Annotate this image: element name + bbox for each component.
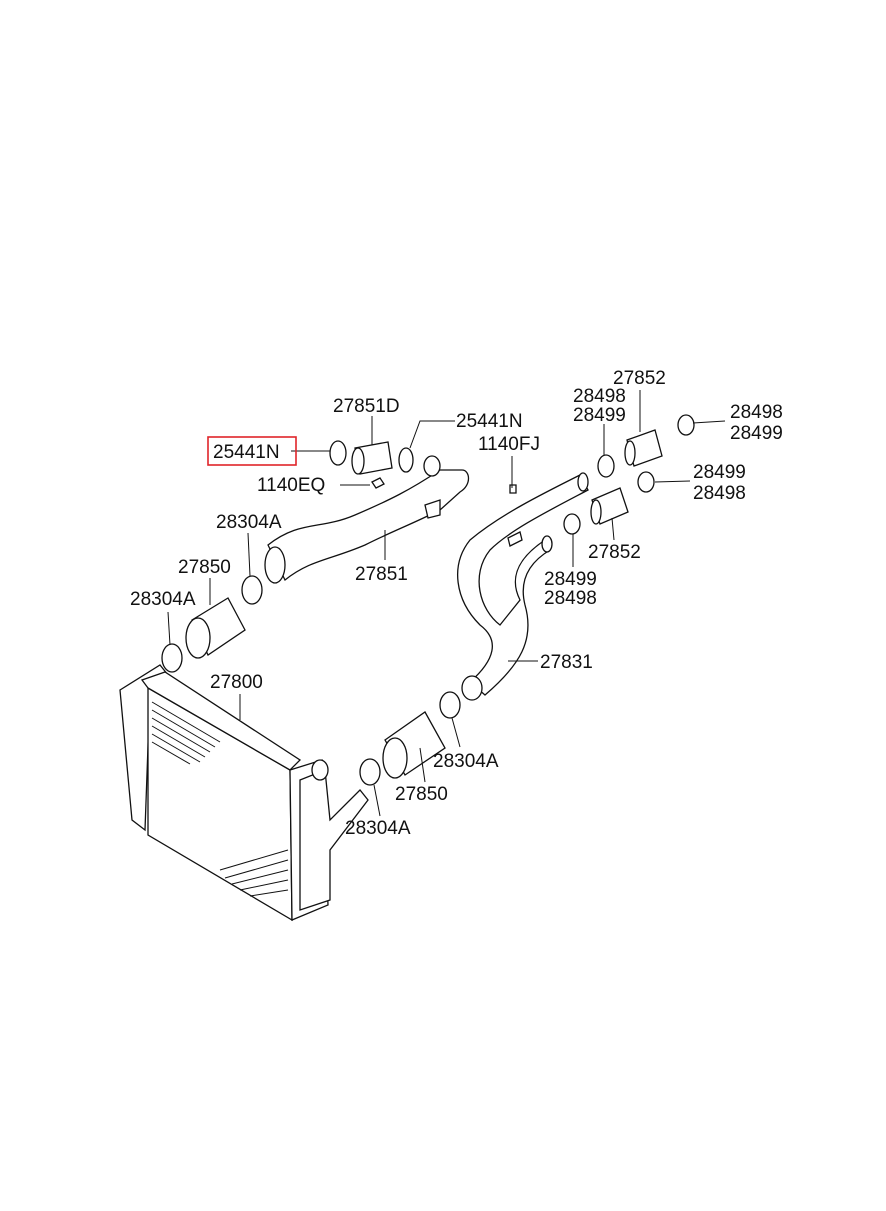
label-28304A-left: 28304A bbox=[130, 589, 196, 610]
label-27852-mid: 27852 bbox=[588, 542, 641, 563]
label-27851D: 27851D bbox=[333, 396, 400, 417]
pipe-27831-end-bottom bbox=[461, 675, 483, 701]
label-1140FJ: 1140FJ bbox=[478, 434, 540, 455]
clamp-28304A-left bbox=[161, 643, 183, 673]
hose-27852-top-end bbox=[624, 440, 636, 466]
label-28498-d: 28498 bbox=[544, 588, 597, 609]
label-28304A-top: 28304A bbox=[216, 512, 282, 533]
label-28304A-mid: 28304A bbox=[433, 751, 499, 772]
leader-lines bbox=[167, 390, 726, 817]
hose-27851-bracket bbox=[424, 499, 441, 519]
label-1140EQ: 1140EQ bbox=[257, 475, 325, 496]
label-27850-bottom: 27850 bbox=[395, 784, 448, 805]
hose-27851-top-end bbox=[423, 455, 441, 477]
pipe-27831-end-lower bbox=[541, 535, 553, 553]
pipe-27831-end-upper bbox=[577, 472, 589, 492]
hose-27851D-end bbox=[351, 447, 365, 475]
label-28499-c: 28499 bbox=[693, 462, 746, 483]
clamp-28304A-bottom bbox=[359, 758, 381, 786]
label-27800: 27800 bbox=[210, 672, 263, 693]
clamp-28499-c bbox=[637, 471, 655, 493]
pipe-27831-bracket bbox=[507, 531, 523, 547]
label-28498-c: 28498 bbox=[693, 483, 746, 504]
clamp-28304A-top bbox=[241, 575, 263, 605]
hose-27851-end bbox=[264, 546, 286, 584]
clamp-28498-b bbox=[677, 414, 695, 436]
label-25441N-boxed[interactable]: 25441N bbox=[213, 442, 280, 463]
clamp-25441N-right bbox=[398, 447, 414, 473]
label-27850-top: 27850 bbox=[178, 557, 231, 578]
hose-27850-bottom-end bbox=[382, 737, 408, 779]
label-28499-d: 28499 bbox=[544, 569, 597, 590]
label-28498-b: 28498 bbox=[730, 402, 783, 423]
label-28499-b: 28499 bbox=[730, 423, 783, 444]
clamp-28498-a bbox=[597, 454, 615, 478]
clamp-25441N-left bbox=[329, 440, 347, 466]
intercooler-27800 bbox=[119, 664, 369, 922]
hose-27852-mid-end bbox=[590, 499, 602, 525]
label-27831: 27831 bbox=[540, 652, 593, 673]
label-27852-top: 27852 bbox=[613, 368, 666, 389]
highlight-box bbox=[207, 436, 297, 466]
label-25441N-right: 25441N bbox=[456, 411, 523, 432]
clamp-28499-d bbox=[563, 513, 581, 535]
label-28498-a: 28498 bbox=[573, 386, 626, 407]
clamp-28304A-mid bbox=[439, 691, 461, 719]
bolt-1140FJ bbox=[509, 484, 517, 494]
intercooler-fins-top bbox=[151, 701, 221, 765]
bolt-1140EQ bbox=[371, 477, 385, 489]
hose-27851 bbox=[267, 469, 470, 582]
label-28499-a: 28499 bbox=[573, 405, 626, 426]
hose-27850-top-end bbox=[185, 617, 211, 659]
intercooler-fins-bottom bbox=[219, 849, 289, 897]
label-28304A-bottom: 28304A bbox=[345, 818, 411, 839]
label-27851: 27851 bbox=[355, 564, 408, 585]
